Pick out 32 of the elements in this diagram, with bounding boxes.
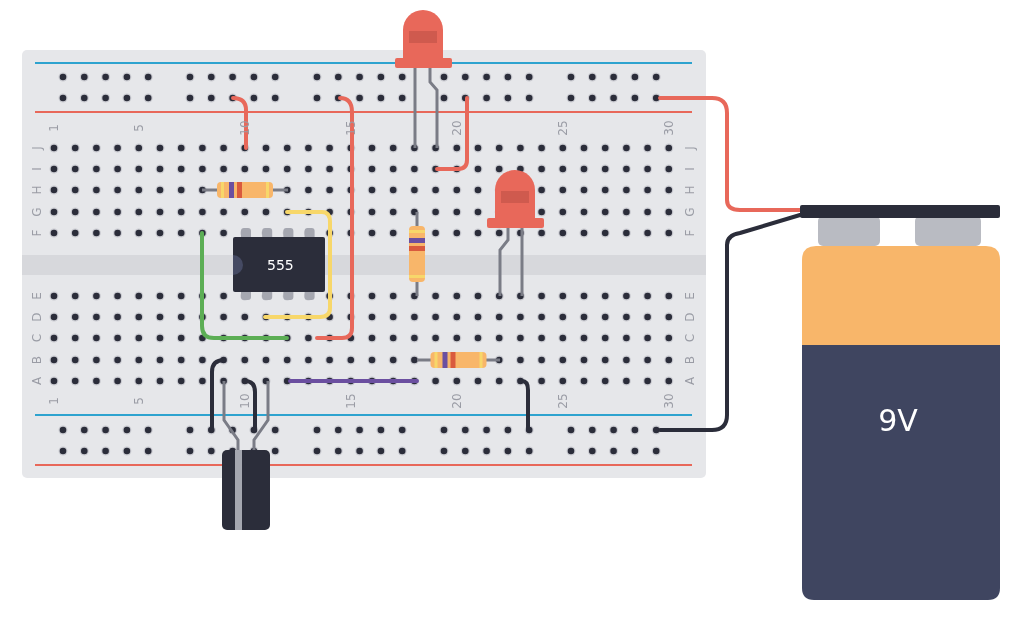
row-letter: D xyxy=(30,312,44,322)
column-number: 5 xyxy=(131,397,146,405)
column-number: 15 xyxy=(343,393,358,409)
row-letter: H xyxy=(683,185,697,195)
row-letter: E xyxy=(683,292,697,300)
row-letter: G xyxy=(683,207,697,217)
column-number: 20 xyxy=(449,120,464,136)
column-number: 10 xyxy=(237,393,252,409)
column-number: 1 xyxy=(47,124,61,132)
row-letter: B xyxy=(683,355,697,365)
row-letter: D xyxy=(683,312,697,322)
row-letter: C xyxy=(683,333,697,343)
row-letter: F xyxy=(30,229,44,237)
column-number: 25 xyxy=(555,120,570,136)
column-number: 1 xyxy=(47,397,61,405)
row-letter: F xyxy=(683,229,697,237)
row-letter: A xyxy=(683,376,697,386)
row-letter: H xyxy=(30,185,44,195)
row-letter: E xyxy=(30,292,44,300)
row-letter: J xyxy=(30,146,44,150)
row-letter: C xyxy=(30,333,44,343)
column-number: 25 xyxy=(555,393,570,409)
row-letter: A xyxy=(30,376,44,386)
column-number: 10 xyxy=(237,120,252,136)
row-letter: J xyxy=(683,146,697,150)
row-letter: G xyxy=(30,207,44,217)
column-number: 30 xyxy=(661,393,676,409)
row-letter: B xyxy=(30,355,44,365)
column-number: 20 xyxy=(449,393,464,409)
column-number: 5 xyxy=(131,124,146,132)
column-number: 15 xyxy=(343,120,358,136)
column-number: 30 xyxy=(661,120,676,136)
